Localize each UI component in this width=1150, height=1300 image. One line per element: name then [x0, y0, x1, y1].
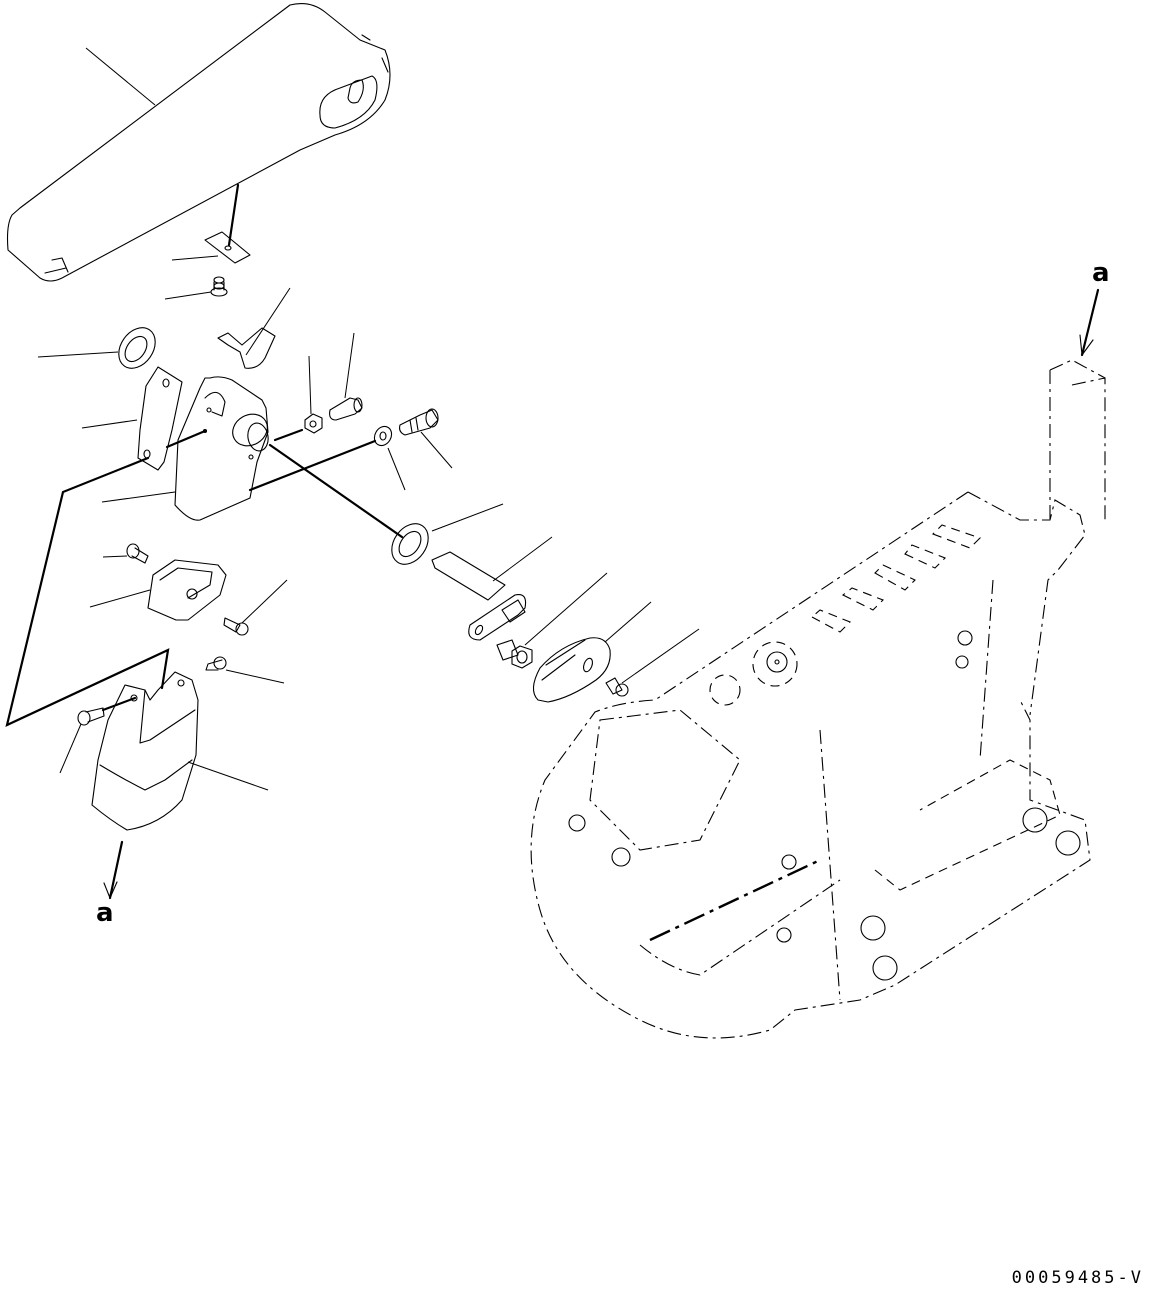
- reference-label-a-top: a: [1092, 258, 1110, 288]
- nut-part: [304, 413, 323, 434]
- armrest-part: [6, 3, 391, 282]
- clip-part: [217, 327, 276, 369]
- arrow-a-bottom: [103, 840, 124, 900]
- plate-part: [204, 231, 251, 264]
- box-cover-part: [91, 671, 199, 831]
- washer-part: [118, 327, 156, 369]
- bracket-part: [174, 376, 269, 521]
- screw-part: [210, 276, 228, 297]
- bolt-part: [399, 408, 439, 436]
- console-box-part: [530, 359, 1106, 1039]
- screw-small-part: [605, 677, 629, 697]
- bolt-box-upper-part: [205, 656, 227, 671]
- arrow-a-top: [1079, 288, 1100, 357]
- shaft-plate-part: [431, 551, 527, 641]
- bolt-box-lower-part: [77, 707, 105, 726]
- washer-large-part: [391, 523, 429, 565]
- reference-label-a-bottom: a: [96, 898, 114, 928]
- bolt-holder-part: [126, 543, 149, 564]
- drawing-number: 00059485-V: [1011, 1268, 1144, 1288]
- washer-small-part: [373, 425, 393, 447]
- cover-part: [532, 637, 611, 703]
- leader-armrest: [85, 47, 156, 106]
- plate-bracket-part: [137, 366, 183, 471]
- holder-part: [147, 559, 227, 621]
- pin-part: [329, 397, 363, 421]
- flange-bolt-part: [496, 639, 533, 669]
